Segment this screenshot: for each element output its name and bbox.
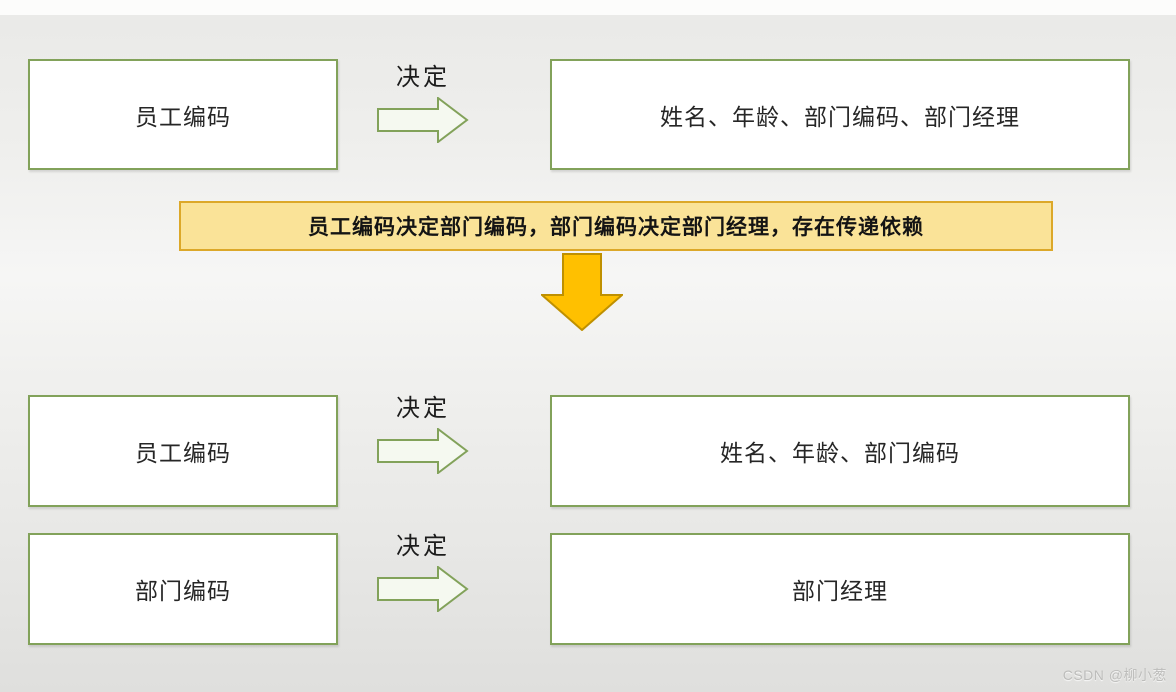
right-arrow-icon [377,566,469,612]
determines-arrow-group-row3: 决定 [377,531,469,612]
arrow-label: 决定 [396,65,450,91]
top-white-strip [0,0,1176,15]
right-arrow-icon [377,97,469,143]
box-employee-code-bottom: 员工编码 [28,395,338,507]
box-label: 姓名、年龄、部门编码、部门经理 [660,104,1020,130]
box-label: 员工编码 [135,104,231,130]
determines-arrow-group-row2: 决定 [377,393,469,474]
csdn-watermark: CSDN @柳小葱 [1062,667,1167,683]
transitive-dependency-note: 员工编码决定部门编码，部门编码决定部门经理，存在传递依赖 [179,201,1053,251]
right-arrow-icon [377,428,469,474]
box-dependents-row2: 姓名、年龄、部门编码 [550,395,1130,507]
box-department-manager: 部门经理 [550,533,1130,645]
down-arrow-icon [541,253,623,331]
box-dependents-top: 姓名、年龄、部门编码、部门经理 [550,59,1130,170]
arrow-label: 决定 [396,534,450,560]
box-department-code: 部门编码 [28,533,338,645]
determines-arrow-group-top: 决定 [377,62,469,143]
box-label: 部门经理 [792,579,888,604]
box-employee-code-top: 员工编码 [28,59,338,170]
box-label: 部门编码 [135,579,231,604]
box-label: 员工编码 [135,441,231,466]
note-text: 员工编码决定部门编码，部门编码决定部门经理，存在传递依赖 [308,215,924,239]
arrow-label: 决定 [396,396,450,422]
box-label: 姓名、年龄、部门编码 [720,441,960,466]
